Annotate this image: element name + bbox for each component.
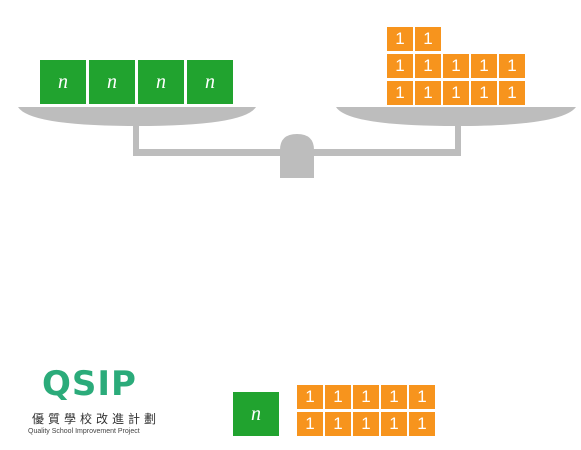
unit-tile: 1: [324, 411, 352, 437]
unit-tile: 1: [408, 411, 436, 437]
fulcrum: [280, 134, 314, 178]
unit-tile: 1: [414, 26, 442, 52]
unit-tile: 1: [352, 411, 380, 437]
right-pan: [336, 107, 576, 126]
left-post: [133, 124, 139, 156]
unit-tile: 1: [442, 80, 470, 106]
variable-block: n: [138, 60, 184, 104]
unit-tile: 1: [442, 53, 470, 79]
qsip-logo: QSIP: [42, 364, 137, 404]
unit-tile: 1: [296, 411, 324, 437]
unit-tile: 1: [414, 80, 442, 106]
unit-tile: 1: [380, 411, 408, 437]
variable-block: n: [233, 392, 279, 436]
variable-block: n: [40, 60, 86, 104]
unit-tile: 1: [414, 53, 442, 79]
logo-chinese-name: 優質學校改進計劃: [32, 412, 161, 426]
unit-tile: 1: [386, 80, 414, 106]
unit-tile: 1: [470, 53, 498, 79]
unit-tile: 1: [470, 80, 498, 106]
unit-tile: 1: [498, 80, 526, 106]
variable-block: n: [187, 60, 233, 104]
unit-tile: 1: [352, 384, 380, 410]
right-post: [455, 124, 461, 156]
unit-tile: 1: [380, 384, 408, 410]
unit-tile: 1: [296, 384, 324, 410]
unit-tile: 1: [386, 26, 414, 52]
unit-tile: 1: [408, 384, 436, 410]
unit-tile: 1: [386, 53, 414, 79]
unit-tile: 1: [498, 53, 526, 79]
balance-scale: [18, 107, 576, 178]
unit-tile: 1: [324, 384, 352, 410]
variable-block: n: [89, 60, 135, 104]
left-pan: [18, 107, 256, 126]
logo-english-name: Quality School Improvement Project: [28, 428, 140, 435]
